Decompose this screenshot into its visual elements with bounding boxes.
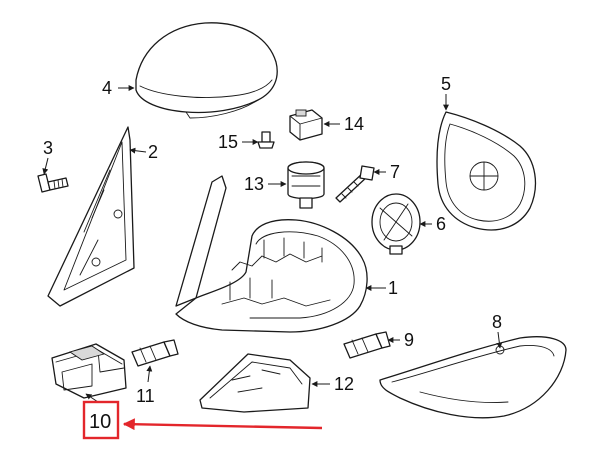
callout-5: 5 <box>441 74 451 94</box>
callout-6: 6 <box>436 214 446 234</box>
callout-12: 12 <box>334 374 354 394</box>
callout-9: 9 <box>404 330 414 350</box>
highlight-arrow <box>122 418 323 431</box>
callout-3: 3 <box>43 138 53 158</box>
highlight-box <box>82 400 120 440</box>
part-11-bulb <box>131 339 179 367</box>
leader-lines <box>42 85 503 403</box>
part-4-mirror-cap <box>135 22 278 119</box>
part-3-screw <box>37 173 69 193</box>
callout-1: 1 <box>388 278 398 298</box>
callout-10: 10 <box>89 411 111 433</box>
highlight-callout-10: 10 <box>82 400 323 440</box>
part-5-mirror-glass <box>436 111 537 231</box>
callout-7: 7 <box>390 162 400 182</box>
callout-8: 8 <box>492 312 502 332</box>
part-1-mirror-housing <box>175 175 368 333</box>
part-7-bolt <box>335 165 375 203</box>
callout-15: 15 <box>218 132 238 152</box>
callout-4: 4 <box>102 78 112 98</box>
part-15-screw <box>257 131 275 149</box>
part-13-motor <box>287 161 325 209</box>
callout-2: 2 <box>148 142 158 162</box>
part-6-actuator <box>371 193 421 255</box>
callout-labels: 1 2 3 4 5 6 7 8 9 11 12 13 14 15 <box>43 74 502 406</box>
part-9-bulb <box>343 331 391 359</box>
callout-14: 14 <box>344 114 364 134</box>
part-10-camera <box>51 343 127 399</box>
part-12-lower-bracket <box>199 353 311 413</box>
part-8-turn-signal <box>379 336 567 419</box>
callout-13: 13 <box>244 174 264 194</box>
part-2-triangle-trim <box>47 126 135 307</box>
callout-11: 11 <box>136 386 155 406</box>
part-14-connector <box>289 109 323 141</box>
